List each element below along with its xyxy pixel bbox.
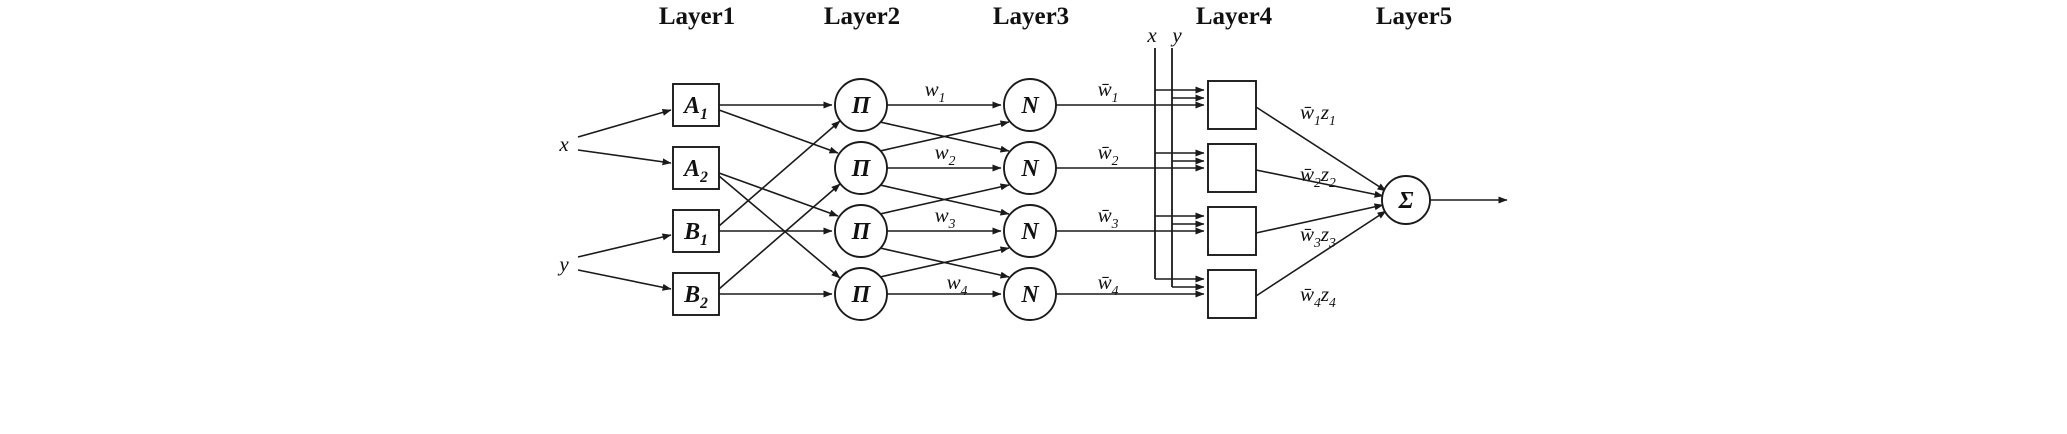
- label-wbar2: w̄2: [1098, 140, 1119, 168]
- edge-P2-N1: [879, 120, 1010, 152]
- label-bus-x: x: [1146, 23, 1157, 47]
- label-input-y: y: [557, 252, 569, 276]
- node-A2: [672, 146, 720, 190]
- label-layer5: Layer5: [1376, 3, 1452, 30]
- node-S1: [1207, 80, 1257, 130]
- edge-A1-P2: [718, 109, 839, 154]
- label-bus-y: y: [1170, 23, 1182, 47]
- node-label-P1: Π: [851, 93, 872, 119]
- label-layer3: Layer3: [993, 3, 1069, 30]
- label-w1: w1: [925, 77, 946, 105]
- edge-B1-P1: [718, 120, 841, 227]
- node-label-N4: N: [1020, 282, 1040, 308]
- node-N1: [1003, 78, 1057, 132]
- edges-layer: [577, 48, 1508, 298]
- node-P1: [834, 78, 888, 132]
- label-wz1: w̄1z1: [1300, 100, 1336, 128]
- edge-x-to-A2: [577, 149, 672, 166]
- edge-S3-SUM: [1255, 203, 1384, 234]
- node-S4: [1207, 269, 1257, 319]
- edge-y-to-B1: [577, 233, 672, 258]
- node-label-B2: B2: [683, 282, 708, 312]
- label-layer4: Layer4: [1196, 3, 1273, 30]
- edge-S4-SUM: [1255, 210, 1387, 297]
- edge-A2-P3: [718, 172, 839, 217]
- edge-A2-P4: [718, 175, 841, 279]
- label-layer2: Layer2: [824, 3, 900, 30]
- node-label-P4: Π: [851, 282, 872, 308]
- edge-S2-SUM: [1255, 169, 1384, 198]
- node-A1: [672, 83, 720, 127]
- node-B1: [672, 209, 720, 253]
- label-wz4: w̄4z4: [1300, 282, 1336, 310]
- node-label-P3: Π: [851, 219, 872, 245]
- node-N2: [1003, 141, 1057, 195]
- node-S2: [1207, 143, 1257, 193]
- node-N3: [1003, 204, 1057, 258]
- node-label-A2: A2: [682, 156, 708, 186]
- label-w4: w4: [947, 270, 968, 298]
- label-w3: w3: [935, 203, 956, 231]
- edge-P3-N2: [879, 183, 1010, 215]
- node-label-P2: Π: [851, 156, 872, 182]
- label-wbar3: w̄3: [1098, 203, 1119, 231]
- node-label-N1: N: [1020, 93, 1040, 119]
- edge-S1-SUM: [1255, 106, 1387, 192]
- label-wbar4: w̄4: [1098, 270, 1119, 298]
- node-label-N2: N: [1020, 156, 1040, 182]
- node-label-A1: A1: [682, 93, 708, 123]
- node-label-N3: N: [1020, 219, 1040, 245]
- label-input-x: x: [558, 132, 569, 156]
- edge-P4-N3: [879, 246, 1010, 278]
- node-P4: [834, 267, 888, 321]
- node-label-SUM: Σ: [1398, 188, 1414, 214]
- label-w2: w2: [935, 140, 956, 168]
- node-B2: [672, 272, 720, 316]
- node-S3: [1207, 206, 1257, 256]
- label-wz2: w̄2z2: [1300, 162, 1336, 190]
- label-wbar1: w̄1: [1098, 77, 1119, 105]
- node-SUM: [1381, 175, 1431, 225]
- label-layer1: Layer1: [659, 3, 735, 30]
- node-P3: [834, 204, 888, 258]
- label-wz3: w̄3z3: [1300, 222, 1336, 250]
- node-P2: [834, 141, 888, 195]
- edge-B2-P2: [718, 183, 841, 290]
- node-N4: [1003, 267, 1057, 321]
- edge-x-to-A1: [577, 109, 672, 138]
- edge-y-to-B2: [577, 269, 672, 291]
- node-label-B1: B1: [683, 219, 708, 249]
